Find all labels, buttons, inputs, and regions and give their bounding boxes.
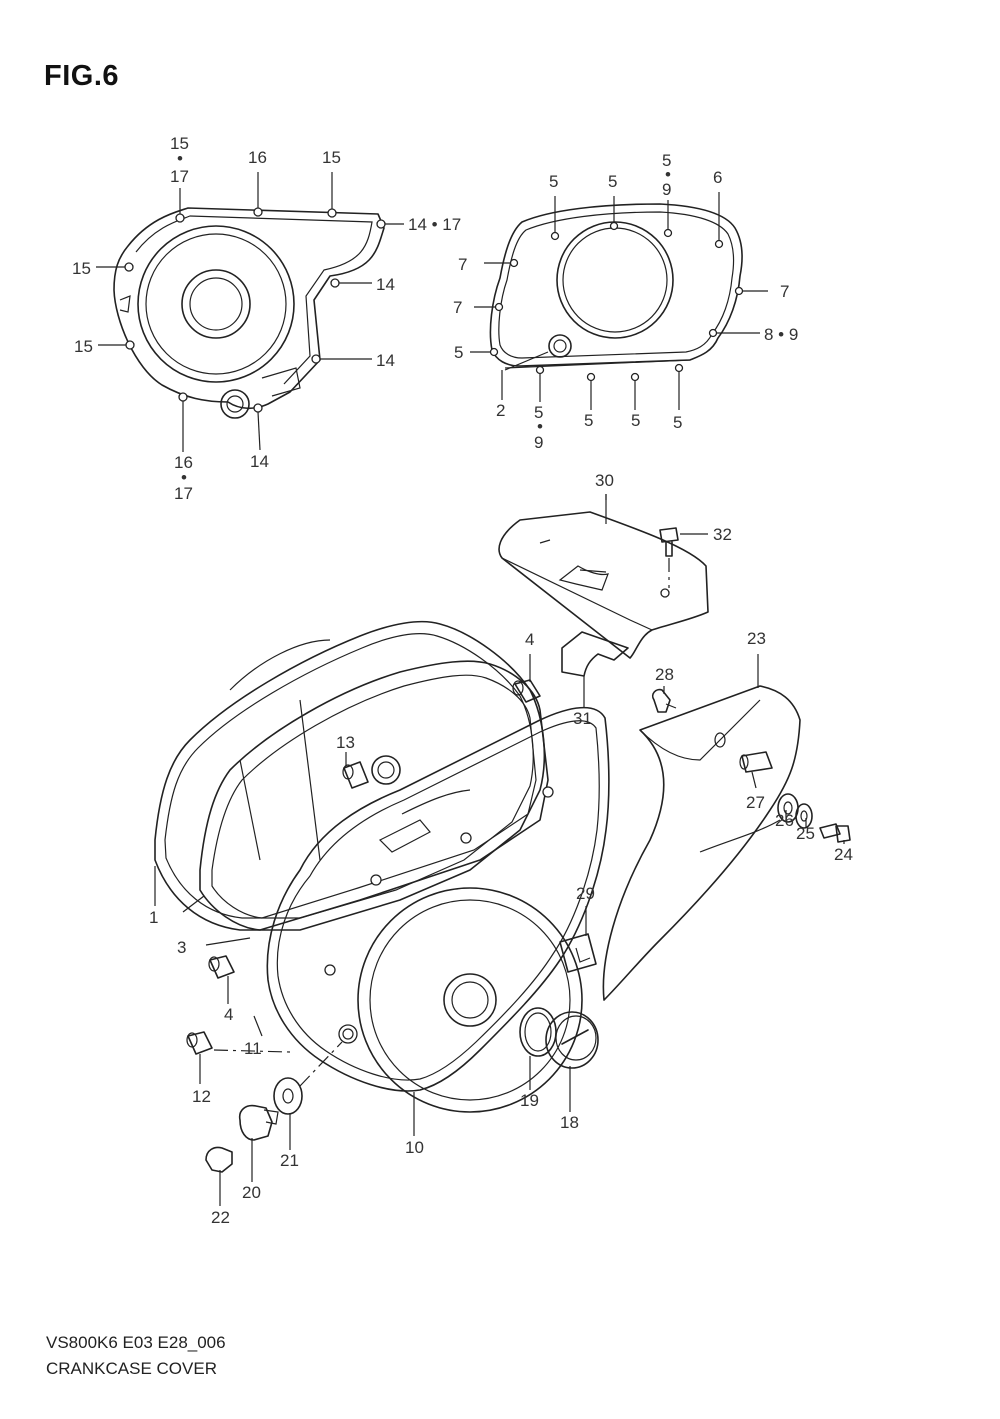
callout-29: 29 — [576, 884, 595, 903]
callout-15-17-top-a: 15 — [170, 134, 189, 153]
callout-13: 13 — [336, 733, 355, 752]
main-assembly-leader-lines — [154, 494, 845, 1206]
callout-5-9-top-b: 9 — [662, 180, 671, 199]
callout-5-bottom-2: 5 — [631, 411, 640, 430]
callout-15-17-top-b: 17 — [170, 167, 189, 186]
part-21-washer — [273, 1041, 343, 1115]
callout-labels: 15 • 17 16 15 14 • 17 15 14 15 14 16 • 1… — [72, 134, 853, 1227]
callout-16-top: 16 — [248, 148, 267, 167]
callout-5-bottom-1: 5 — [584, 411, 593, 430]
callout-4-top: 4 — [525, 630, 534, 649]
callout-2: 2 — [496, 401, 505, 420]
callout-14-17: 14 • 17 — [408, 215, 461, 234]
callout-30: 30 — [595, 471, 614, 490]
callout-7-right: 7 — [780, 282, 789, 301]
callout-1: 1 — [149, 908, 158, 927]
part-1-outer-gasket — [154, 620, 546, 931]
callout-10: 10 — [405, 1138, 424, 1157]
part-28-grommet — [651, 688, 677, 713]
callout-5-left: 5 — [454, 343, 463, 362]
callout-5-top-1: 5 — [549, 172, 558, 191]
callout-12: 12 — [192, 1087, 211, 1106]
callout-8-9: 8 • 9 — [764, 325, 798, 344]
part-22-cap — [205, 1146, 233, 1173]
callout-4-bottom: 4 — [224, 1005, 233, 1024]
callout-19: 19 — [520, 1091, 539, 1110]
model-code: VS800K6 E03 E28_006 — [46, 1333, 226, 1352]
part-3-inner-gasket — [199, 660, 549, 931]
part-10-crankcase-cover — [266, 706, 610, 1113]
callout-6: 6 — [713, 168, 722, 187]
callout-5-9-top-sep: • — [665, 165, 671, 184]
callout-7-left-1: 7 — [458, 255, 467, 274]
part-20-plug — [238, 1104, 279, 1141]
callout-27: 27 — [746, 793, 765, 812]
callout-5-9-bottom-b: 9 — [534, 433, 543, 452]
generator-cover-leader-lines — [96, 172, 404, 452]
part-18-inspection-cap — [545, 1011, 599, 1069]
callout-25: 25 — [796, 824, 815, 843]
figure-title: FIG.6 — [44, 60, 120, 92]
callout-31: 31 — [573, 709, 592, 728]
figure-name: CRANKCASE COVER — [46, 1359, 217, 1378]
callout-28: 28 — [655, 665, 674, 684]
callout-5-9-bottom-a: 5 — [534, 403, 543, 422]
callout-22: 22 — [211, 1208, 230, 1227]
part-30-cover-plate — [498, 511, 709, 659]
parts-30-31-32-leaders — [583, 494, 708, 708]
part-12-dowel — [186, 1031, 291, 1055]
callout-7-left-2: 7 — [453, 298, 462, 317]
clutch-cover-leader-lines — [470, 192, 768, 410]
part-29-clip — [559, 933, 597, 973]
callout-15-left-2: 15 — [74, 337, 93, 356]
callout-5-9-bottom-sep: • — [537, 417, 543, 436]
part-19-o-ring — [519, 1007, 557, 1057]
part-13-dowel — [342, 755, 401, 789]
callout-32: 32 — [713, 525, 732, 544]
callout-5-9-top-a: 5 — [662, 151, 671, 170]
part-23-chain-cover — [602, 685, 801, 1001]
callout-11: 11 — [244, 1039, 262, 1058]
clutch-cover-bolt-holes — [489, 221, 744, 382]
callout-15-top: 15 — [322, 148, 341, 167]
callout-15-left-1: 15 — [72, 259, 91, 278]
callout-14-a: 14 — [376, 275, 395, 294]
callout-3: 3 — [177, 938, 186, 957]
callout-14-b: 14 — [376, 351, 395, 370]
part-32-bolt — [659, 527, 679, 588]
callout-24: 24 — [834, 845, 853, 864]
part-4-dowel-top — [512, 679, 541, 703]
callout-21: 21 — [280, 1151, 299, 1170]
callout-16-17-bottom-b: 17 — [174, 484, 193, 503]
callout-26: 26 — [775, 811, 794, 830]
part-31-bracket — [561, 631, 629, 677]
callout-5-top-2: 5 — [608, 172, 617, 191]
callout-14-bottom: 14 — [250, 452, 269, 471]
part-27-spacer — [739, 751, 773, 773]
parts-24-25-26-fasteners — [777, 793, 851, 843]
callout-5-bottom-3: 5 — [673, 413, 682, 432]
generator-cover-bolt-holes — [124, 207, 386, 413]
callout-16-17-bottom-a: 16 — [174, 453, 193, 472]
generator-cover-outline — [113, 207, 385, 419]
callout-16-17-bottom-sep: • — [181, 468, 187, 487]
callout-20: 20 — [242, 1183, 261, 1202]
callout-15-17-top-sep: • — [177, 149, 183, 168]
part-4-dowel-bottom — [208, 955, 235, 979]
callout-23: 23 — [747, 629, 766, 648]
callout-18: 18 — [560, 1113, 579, 1132]
